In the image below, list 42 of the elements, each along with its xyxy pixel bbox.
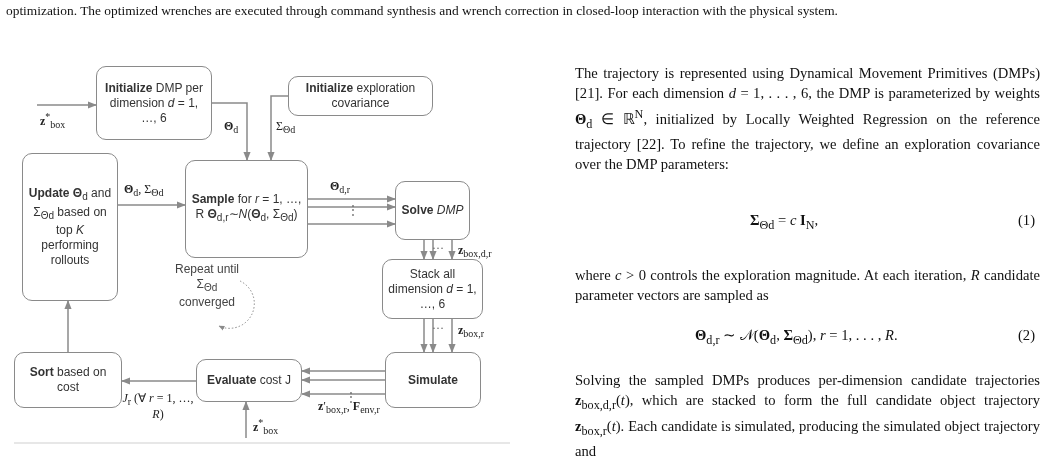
arrow (242, 401, 250, 439)
arrow (64, 300, 72, 353)
arrow (36, 101, 97, 109)
equation-number: (2) (1018, 326, 1036, 345)
process-box: Solve DMP (395, 181, 470, 240)
process-box: Evaluate cost J (196, 359, 302, 402)
ellipsis-mark: ⋮ (347, 203, 359, 218)
process-box: Sort based on cost (14, 352, 122, 408)
process-box: Simulate (385, 352, 481, 408)
ellipsis-mark: … (432, 318, 444, 333)
equation-number: (1) (1018, 211, 1036, 230)
edge-label: J$_{r}$ (∀ r = 1, …, R) (120, 392, 196, 422)
arrow (420, 239, 428, 260)
arrow (448, 318, 456, 353)
loop-note: Repeat until Σ$_{Θd}$ converged (173, 262, 240, 311)
process-box: Sample for r = 1, …, R Θ$_{d,r}$∼N(Θ$_{d}$, Σ$_{Θd}$) (185, 160, 308, 258)
process-box: Initialize exploration covariance (288, 76, 433, 116)
arrow (429, 318, 437, 353)
paragraph: Solving the sampled DMPs produces per-dimension candidate trajectories z$_{box,d,r}$(t), which are stacked to form the full candidate object trajectory z$_{box,r}$(t). Each candidate is simulated, producing the simulated object trajectory and (575, 371, 1040, 461)
arrow (420, 318, 428, 353)
process-box: Stack all dimension d = 1, …, 6 (382, 259, 483, 319)
arrow (307, 220, 396, 228)
equation: Σ$_{Θd}$ = c I$_{N}$, (750, 211, 819, 234)
arrow (429, 239, 437, 260)
arrow (307, 203, 396, 211)
arrow (301, 367, 386, 375)
paragraph: The trajectory is represented using Dynamical Movement Primitives (DMPs) [21]. For each dimension d = 1, . . . , 6, the DMP is parameterized by weights Θ$_{d}$ ∈ ℝ$^{N}$, initialized by Locally Weighted Regression on the reference trajectory [22]. To refine the trajectory, we define an exploration covariance over the DMP parameters: (575, 64, 1040, 174)
edge-label: Θ$_{d,r}$ (330, 180, 351, 197)
arrow (267, 95, 289, 161)
arrow (121, 377, 197, 385)
arrow (301, 376, 386, 384)
equation: Θ$_{d,r}$ ∼ 𝒩(Θ$_{d}$, Σ$_{Θd}$), r = 1, . . . , R. (695, 326, 898, 349)
ellipsis-mark: … (432, 238, 444, 253)
paragraph: where c > 0 controls the exploration magnitude. At each iteration, R candidate parameter vectors are sampled as (575, 266, 1040, 306)
process-box: Initialize DMP per dimension d = 1, …, 6 (96, 66, 212, 140)
arrow (211, 102, 251, 161)
arrow (307, 195, 396, 203)
arrow (117, 201, 186, 209)
arrow (301, 390, 386, 398)
process-box: Update Θ$_{d}$ and Σ$_{Θd}$ based on top K performing rollouts (22, 153, 118, 301)
figure-caption: optimization. The optimized wrenches are executed through command synthesis and wrench correction in closed-loop interaction with the physical system. (6, 3, 838, 19)
arrow (448, 239, 456, 260)
